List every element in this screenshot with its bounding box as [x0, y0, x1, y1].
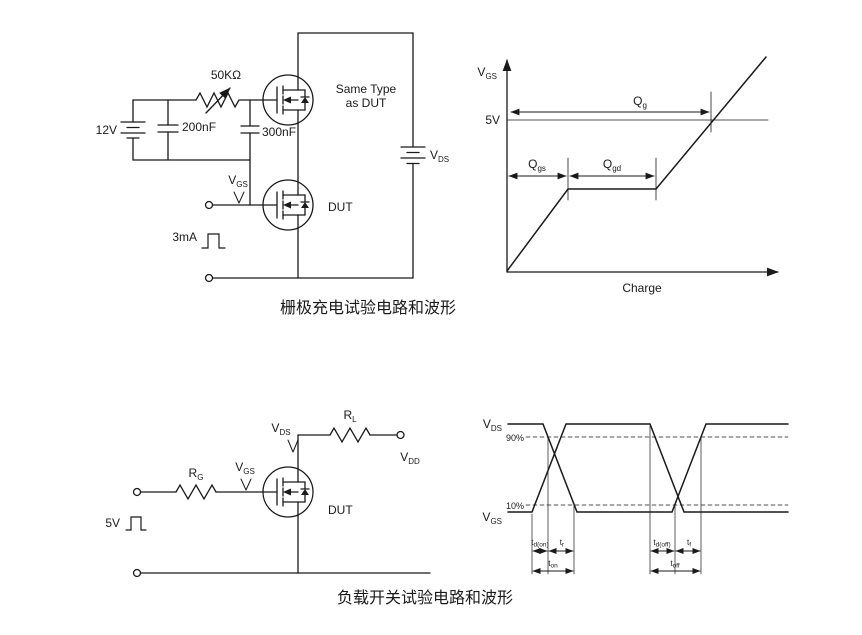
level-10-label: 10% [506, 501, 524, 511]
tdoff-label: td(off) [653, 538, 670, 549]
pulse-input-icon [125, 516, 147, 531]
rg-label: RG [189, 466, 204, 482]
vdd-label: VDD [400, 450, 420, 466]
wave-vds-label: VDS [483, 417, 502, 433]
wave-vgs-label: VGS [482, 510, 502, 526]
gate-charge-section: 12V 200nF 50KΩ 300nF Same Type as DUT DU… [96, 32, 779, 317]
vds-label: VDS [430, 148, 449, 164]
terminal-gate-top [204, 200, 214, 210]
switching-wires [139, 434, 431, 574]
mosfet-dut-symbol [262, 179, 314, 231]
terminal-gate-bottom [204, 273, 214, 283]
rl-label: RL [343, 408, 357, 424]
capacitor-300nf-symbol [240, 125, 260, 134]
potentiometer-symbol [195, 87, 240, 114]
battery-12v-symbol [120, 121, 146, 139]
tdon-label: td(on) [531, 538, 548, 549]
gate-charge-waveform: VGS 5V Qg Qgs Qgd Charge [477, 56, 779, 295]
five-volt-label: 5V [485, 113, 500, 127]
toff-label: toff [670, 559, 680, 570]
rg-resistor-symbol [175, 483, 217, 501]
vgs-probe-arrow-icon [233, 191, 245, 204]
vgs-label: VGS [235, 460, 255, 476]
mosfet-dut-symbol [262, 466, 314, 518]
terminal-vdd [396, 430, 405, 440]
rl-resistor-symbol [329, 426, 371, 444]
tr-label: tr [560, 538, 565, 549]
switching-caption: 负载开关试验电路和波形 [337, 589, 513, 607]
mosfet-upper-symbol [262, 74, 314, 126]
waveform-xaxis-label: Charge [622, 281, 662, 295]
cap2-label: 300nF [262, 125, 296, 139]
vds-wave [507, 423, 789, 513]
waveform-yaxis-label: VGS [477, 65, 497, 81]
pulse-source-icon [201, 233, 226, 249]
switching-section: 5V RG VGS DUT VDS RL VDD [105, 408, 789, 607]
vds-probe-arrow-icon [287, 439, 299, 453]
ton-label: ton [548, 559, 558, 570]
current-label: 3mA [172, 230, 197, 244]
qg-label: Qg [633, 94, 647, 110]
dut-label: DUT [328, 200, 353, 214]
gate-charge-caption: 栅极充电试验电路和波形 [280, 299, 456, 317]
supply-label: 12V [96, 123, 117, 137]
vds-battery-symbol [400, 146, 426, 165]
vgs-probe-arrow-icon [240, 478, 252, 491]
qgd-label: Qgd [603, 157, 621, 173]
pot-label: 50KΩ [211, 68, 241, 82]
vgs-label: VGS [228, 173, 248, 189]
qgs-label: Qgs [528, 157, 546, 173]
pulse-label: 5V [105, 516, 120, 530]
same-type-label-line1: Same Type [336, 82, 397, 96]
dut-label: DUT [328, 503, 353, 517]
tf-label: tf [687, 538, 691, 549]
level-90-label: 90% [506, 433, 524, 443]
capacitor-200nf-symbol [157, 124, 179, 133]
gate-charge-wires [132, 32, 414, 279]
terminal-ground [132, 568, 142, 578]
vds-label: VDS [271, 421, 290, 437]
same-type-label-line2: as DUT [346, 96, 387, 110]
switching-waveform: VDS 90% 10% VGS td(on) tr ton td(off) tf… [482, 417, 789, 575]
terminal-input [132, 487, 142, 497]
cap1-label: 200nF [182, 120, 216, 134]
